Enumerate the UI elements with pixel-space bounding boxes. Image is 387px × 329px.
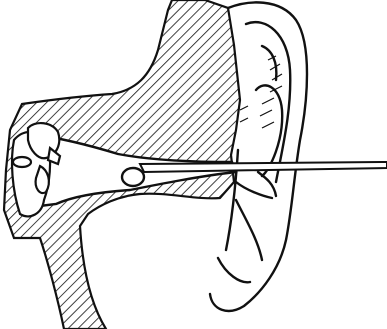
- small-sphere-in-canal: [122, 168, 144, 186]
- probe-rod: [140, 162, 387, 172]
